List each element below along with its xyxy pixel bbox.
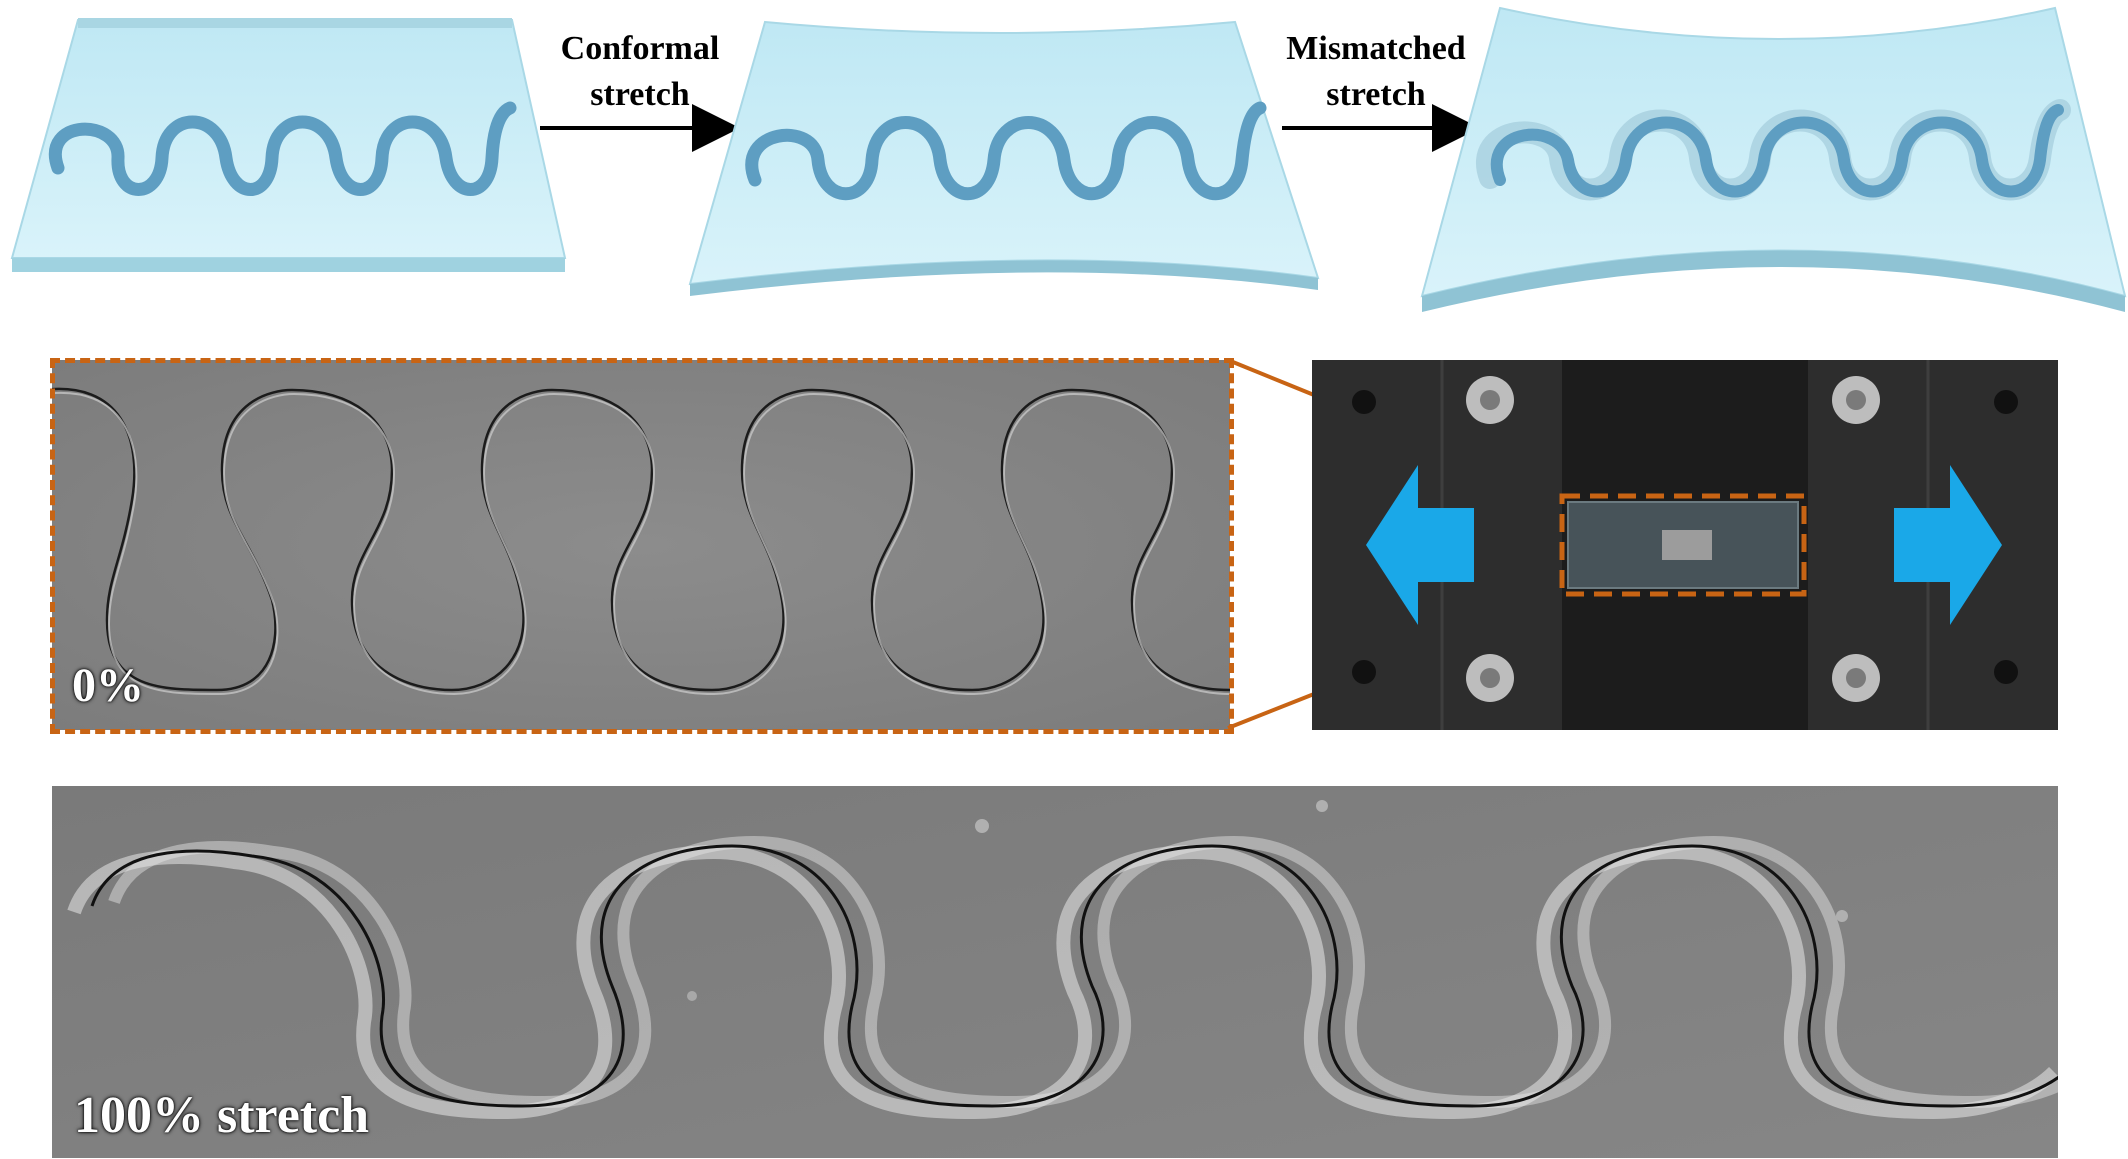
screw-icon [1466, 654, 1514, 702]
film-mismatched [1420, 6, 2127, 312]
serpentine-trace-1 [49, 101, 517, 196]
arrow-label-line2: stretch [1326, 76, 1426, 113]
arrow-label-conformal: Conformal stretch [540, 26, 740, 118]
film-unstretched [10, 18, 567, 272]
left-stretch-arrow-icon [1366, 465, 1474, 625]
sem-image-stretched: 100% stretch [52, 786, 2058, 1158]
screw-icon [1832, 376, 1880, 424]
fixture-drawing [1312, 360, 2058, 730]
stretching-fixture-photo [1312, 360, 2058, 730]
serpentine-trace-2 [745, 101, 1267, 201]
sem-strain-label-0: 0% [72, 659, 144, 712]
film-conformal [688, 20, 1320, 296]
screw-icon [1832, 654, 1880, 702]
arrow-label-line1: Conformal [560, 30, 720, 67]
arrow-label-line1: Mismatched [1286, 30, 1466, 67]
sem-serpentine-0 [52, 360, 1230, 730]
zoom-highlight-box [50, 358, 1234, 734]
schematic-row [10, 6, 2127, 312]
sem-image-unstretched: 0% [52, 360, 1230, 730]
arrow-label-line2: stretch [590, 76, 690, 113]
arrow-label-mismatched: Mismatched stretch [1268, 26, 1484, 118]
right-stretch-arrow-icon [1894, 465, 2002, 625]
sem-strain-label-100: 100% stretch [74, 1087, 370, 1144]
sem-serpentine-100 [52, 786, 2058, 1158]
serpentine-trace-3 [1491, 104, 2064, 198]
screw-icon [1466, 376, 1514, 424]
